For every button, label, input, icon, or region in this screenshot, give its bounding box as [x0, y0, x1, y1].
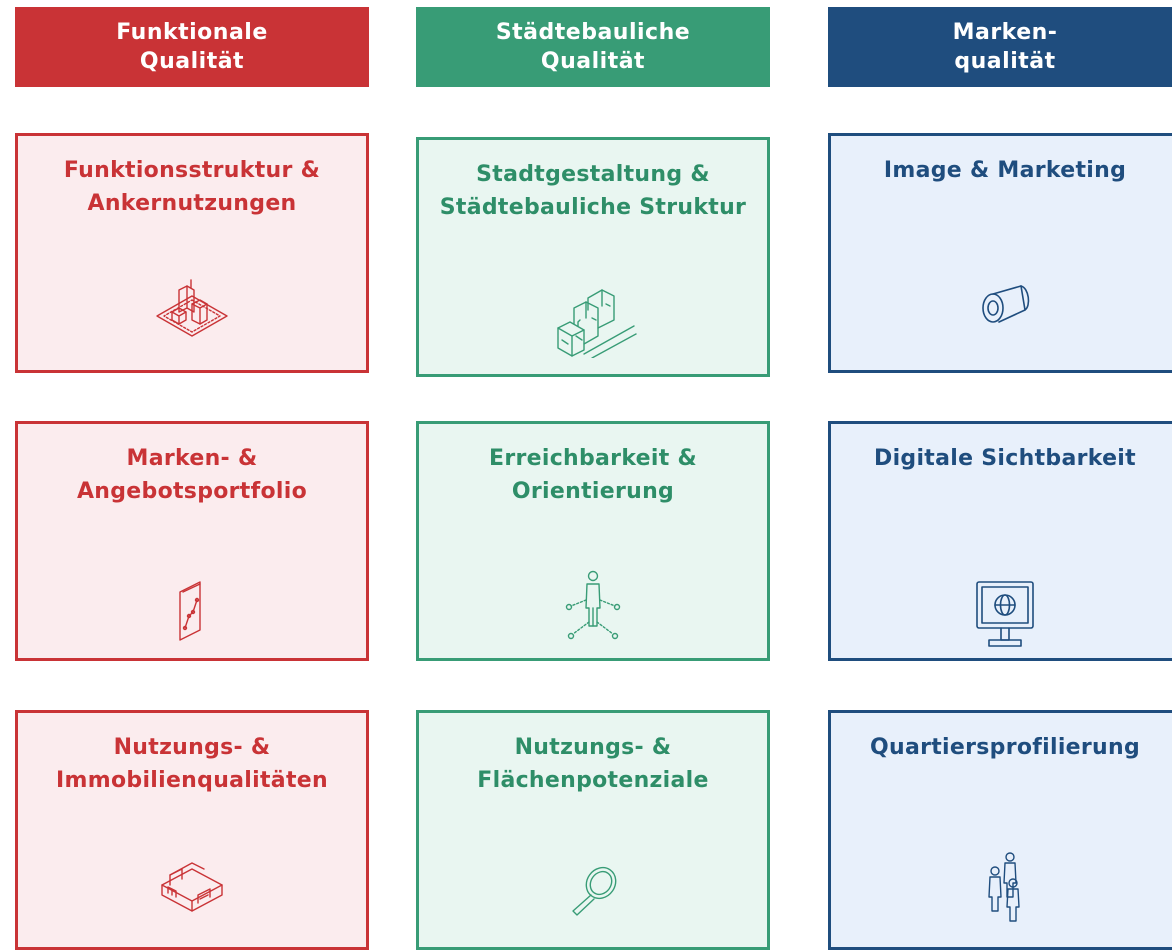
- card-stadtgestaltung: Stadtgestaltung & Städtebauliche Struktu…: [416, 137, 770, 377]
- street-buildings-icon: [548, 278, 638, 358]
- column-header: Städtebauliche Qualität: [416, 7, 770, 87]
- card-title: Stadtgestaltung & Städtebauliche Struktu…: [439, 162, 747, 220]
- card-erreichbarkeit: Erreichbarkeit & Orientierung: [416, 421, 770, 661]
- card-title: Quartiersprofilierung: [869, 735, 1141, 760]
- column-header: Funktionale Qualität: [15, 7, 369, 87]
- card-title: Nutzungs- & Immobilienqualitäten: [56, 735, 328, 793]
- card-funktionsstruktur: Funktionsstruktur & Ankernutzungen: [15, 133, 369, 373]
- card-title: Nutzungs- & Flächenpotenziale: [477, 735, 709, 793]
- card-title: Marken- & Angebotsportfolio: [76, 446, 308, 504]
- card-digitale-sichtbarkeit: Digitale Sichtbarkeit: [828, 421, 1172, 661]
- column-header: Marken- qualität: [828, 7, 1172, 87]
- card-title: Image & Marketing: [883, 158, 1127, 183]
- megaphone-icon: [975, 280, 1035, 330]
- card-quartiersprofilierung: Quartiersprofilierung: [828, 710, 1172, 950]
- person-directions-icon: [563, 566, 623, 642]
- card-title: Erreichbarkeit & Orientierung: [489, 446, 697, 504]
- shop-building-icon: [152, 855, 232, 917]
- monitor-globe-icon: [973, 580, 1037, 652]
- people-group-icon: [980, 849, 1030, 923]
- magnifying-glass-icon: [563, 861, 623, 923]
- card-title: Funktionsstruktur & Ankernutzungen: [63, 158, 321, 216]
- card-angebotsportfolio: Marken- & Angebotsportfolio: [15, 421, 369, 661]
- card-flaechenpotenziale: Nutzungs- & Flächenpotenziale: [416, 710, 770, 950]
- brochure-chart-icon: [172, 576, 212, 644]
- card-image-marketing: Image & Marketing: [828, 133, 1172, 373]
- isometric-city-block-icon: [152, 276, 232, 346]
- card-immobilienqualitaeten: Nutzungs- & Immobilienqualitäten: [15, 710, 369, 950]
- card-title: Digitale Sichtbarkeit: [874, 446, 1136, 471]
